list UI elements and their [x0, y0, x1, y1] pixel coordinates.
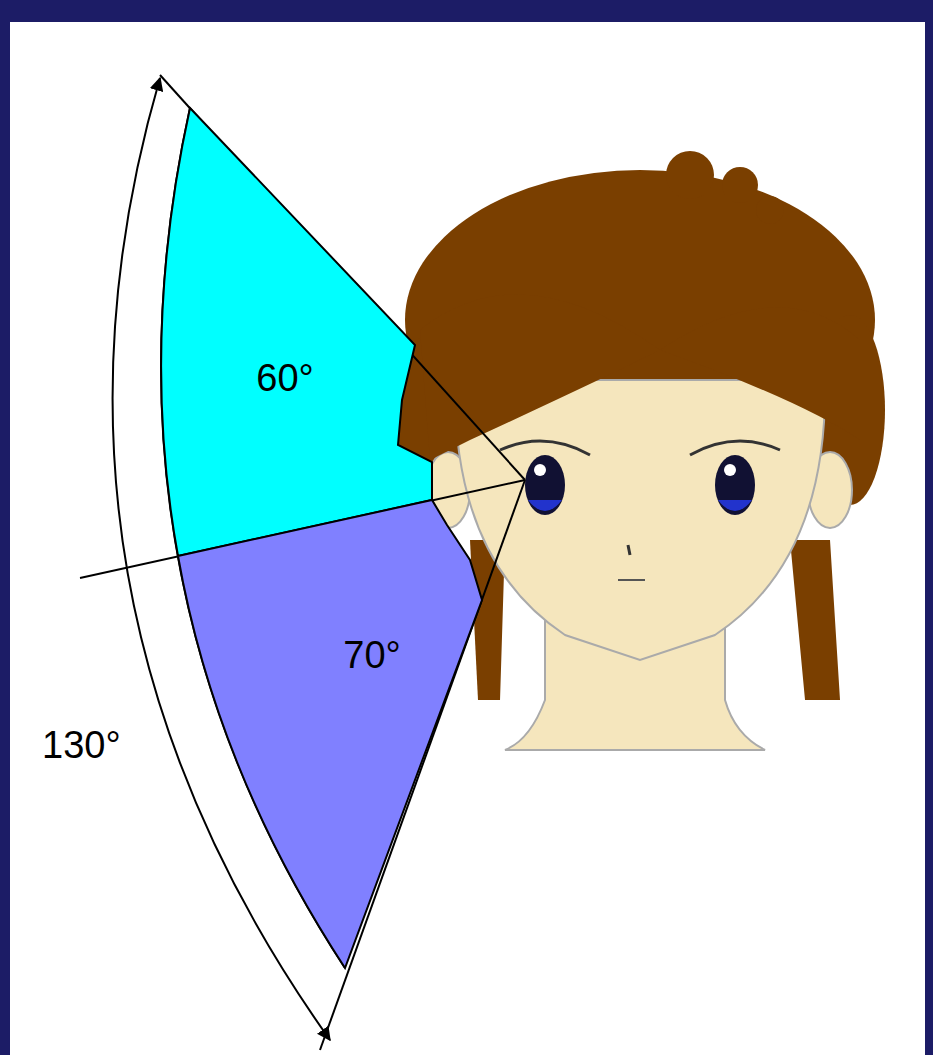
girl-face [392, 151, 885, 750]
sight-lines [80, 75, 525, 1050]
angle-value: 70° [343, 636, 400, 674]
wedge-fill [161, 108, 432, 556]
wedge-fill [178, 500, 482, 968]
wedge-outline [160, 100, 440, 565]
wedge-outline [170, 495, 500, 975]
slide-ground [10, 22, 925, 1055]
upper-field-wedge: 60° [160, 100, 440, 565]
total-angle-label: 130° [42, 726, 121, 764]
angle-value: 60° [256, 359, 313, 397]
lower-field-wedge: 70° [170, 495, 500, 975]
